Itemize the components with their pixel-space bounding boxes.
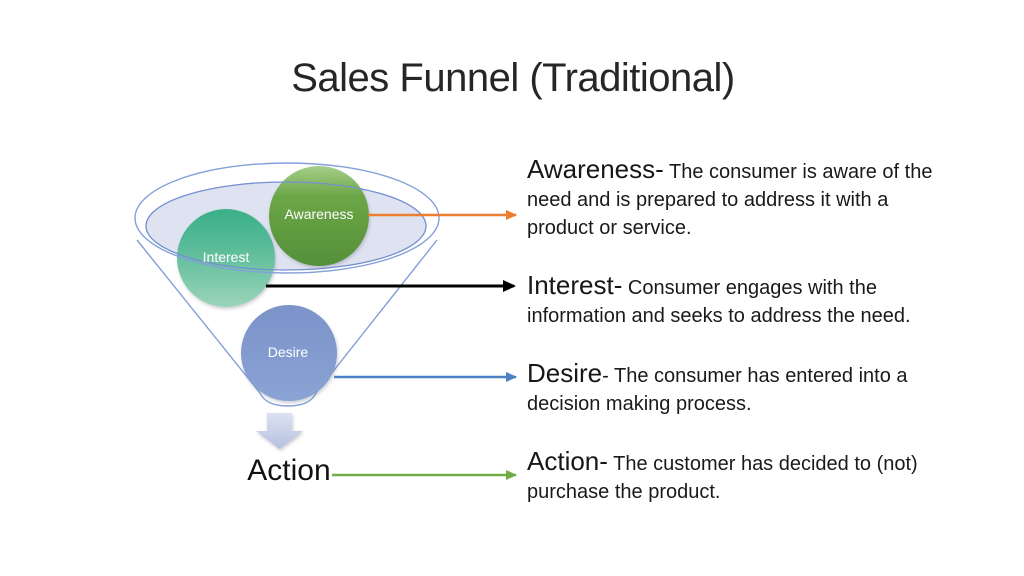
interest-bubble — [177, 209, 275, 307]
legend-body-desire: - The consumer has entered into a decisi… — [527, 365, 908, 415]
awareness-bubble-label: Awareness — [284, 206, 354, 222]
legend-body-action: The customer has decided to (not) purcha… — [527, 453, 918, 503]
funnel-rim-outline — [134, 162, 440, 274]
legend-item-action: Action- The customer has decided to (not… — [527, 448, 1024, 507]
legend-item-interest: Interest- Consumer engages with the info… — [527, 272, 1024, 331]
down-arrow-icon — [256, 413, 303, 449]
legend-head-action: Action- — [527, 446, 608, 476]
legend-body-interest: Consumer engages with the information an… — [527, 277, 911, 327]
funnel-bowl-outline — [145, 181, 427, 271]
legend-head-awareness: Awareness- — [527, 154, 664, 184]
legend-head-interest: Interest- — [527, 270, 623, 300]
awareness-bubble — [269, 166, 369, 266]
legend-body-awareness: The consumer is aware of the need and is… — [527, 161, 933, 239]
legend-item-awareness: Awareness- The consumer is aware of the … — [527, 156, 1024, 243]
funnel-cone-outline — [136, 239, 438, 407]
legend-head-desire: Desire — [527, 358, 603, 388]
slide-title: Sales Funnel (Traditional) — [291, 56, 735, 100]
legend-item-desire: Desire- The consumer has entered into a … — [527, 360, 1024, 419]
interest-bubble-label: Interest — [202, 249, 250, 265]
action-stage-label: Action — [247, 454, 331, 487]
desire-bubble-label: Desire — [267, 344, 309, 360]
desire-bubble — [241, 305, 337, 401]
